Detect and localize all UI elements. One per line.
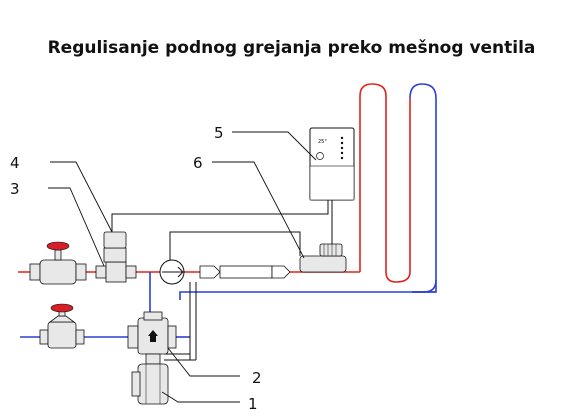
- circulation-pump: [159, 259, 185, 285]
- controller-box: 25°: [309, 127, 355, 201]
- handwheel-icon: [46, 241, 70, 251]
- dial-icon: [316, 152, 324, 160]
- stop-valve-supply: [29, 241, 87, 285]
- label-1: 1: [248, 395, 258, 413]
- bypass-lines: [111, 200, 333, 361]
- handwheel-icon: [50, 303, 74, 313]
- label-2: 2: [252, 369, 262, 387]
- manifold: [199, 265, 291, 279]
- return-pipe: [20, 83, 437, 338]
- label-6: 6: [193, 154, 203, 172]
- label-4: 4: [10, 154, 20, 172]
- thermostat-sensor: [299, 243, 347, 273]
- actuator-head: [103, 231, 127, 249]
- stop-valve-return: [39, 303, 85, 349]
- controller-display: 25°: [318, 139, 327, 145]
- label-3: 3: [10, 180, 20, 198]
- mixing-valve: [127, 311, 177, 355]
- leader-lines: [48, 131, 317, 403]
- arrow-right-icon: [162, 266, 184, 278]
- arrow-up-icon: [148, 330, 158, 336]
- label-5: 5: [214, 124, 224, 142]
- thermostatic-valve: [95, 231, 137, 283]
- motor-actuator: [131, 353, 169, 405]
- diagram-title: Regulisanje podnog grejanja preko mešnog…: [47, 38, 536, 58]
